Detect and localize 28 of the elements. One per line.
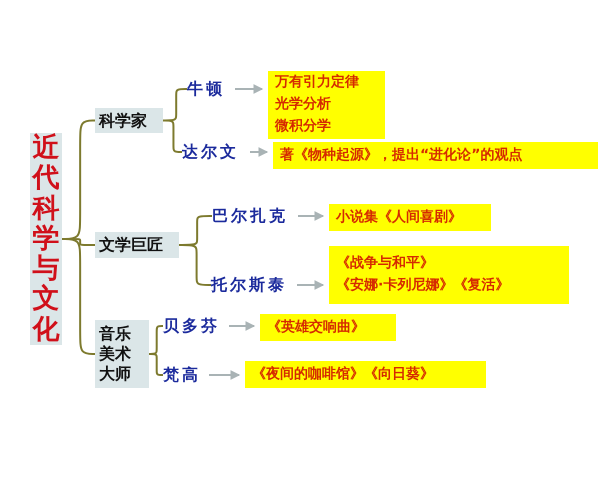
person-name: 托尔斯泰 — [211, 275, 293, 295]
work-box: 《夜间的咖啡馆》《向日葵》 — [245, 361, 486, 388]
category-box: 音乐美术大师 — [95, 320, 149, 388]
work-title: 光学分析 — [275, 95, 332, 114]
work-box: 著《物种起源》，提出“进化论”的观点 — [273, 142, 598, 169]
work-title: 微积分学 — [275, 116, 332, 136]
work-box — [329, 246, 569, 304]
work-title: 《安娜·卡列尼娜》《复活》 — [336, 276, 510, 295]
arrow — [250, 147, 268, 157]
person-name: 巴尔扎克 — [212, 206, 294, 226]
work-box: 《英雄交响曲》 — [260, 314, 396, 341]
person-name: 贝多芬 — [163, 316, 225, 336]
brace-line — [149, 353, 163, 376]
work-box — [268, 71, 385, 139]
arrow — [298, 211, 324, 221]
arrow — [235, 84, 264, 94]
title-text: 近代科学与文化 — [32, 133, 60, 345]
arrow — [209, 370, 240, 380]
arrow — [229, 321, 256, 331]
arrow — [297, 280, 324, 290]
category-box: 科学家 — [95, 108, 163, 133]
person-name: 梵高 — [163, 365, 205, 385]
work-title: 万有引力定律 — [275, 72, 360, 92]
person-name: 牛顿 — [187, 79, 231, 99]
work-title: 《战争与和平》 — [336, 254, 435, 274]
person-name: 达尔文 — [182, 142, 246, 162]
category-box: 文学巨匠 — [95, 232, 179, 258]
work-box: 小说集《人间喜剧》 — [329, 204, 491, 231]
